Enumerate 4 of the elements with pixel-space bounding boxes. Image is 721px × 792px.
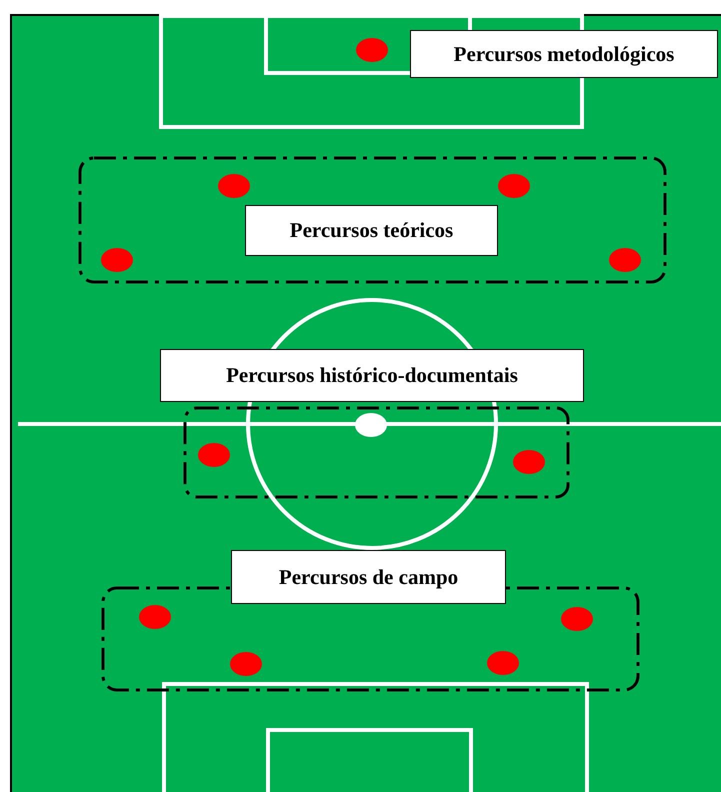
heading-label: Percursos de campo	[231, 550, 506, 604]
heading-label: Percursos metodológicos	[410, 30, 718, 78]
heading-label: Percursos histórico-documentais	[160, 349, 584, 402]
heading-label: Percursos teóricos	[245, 205, 498, 256]
